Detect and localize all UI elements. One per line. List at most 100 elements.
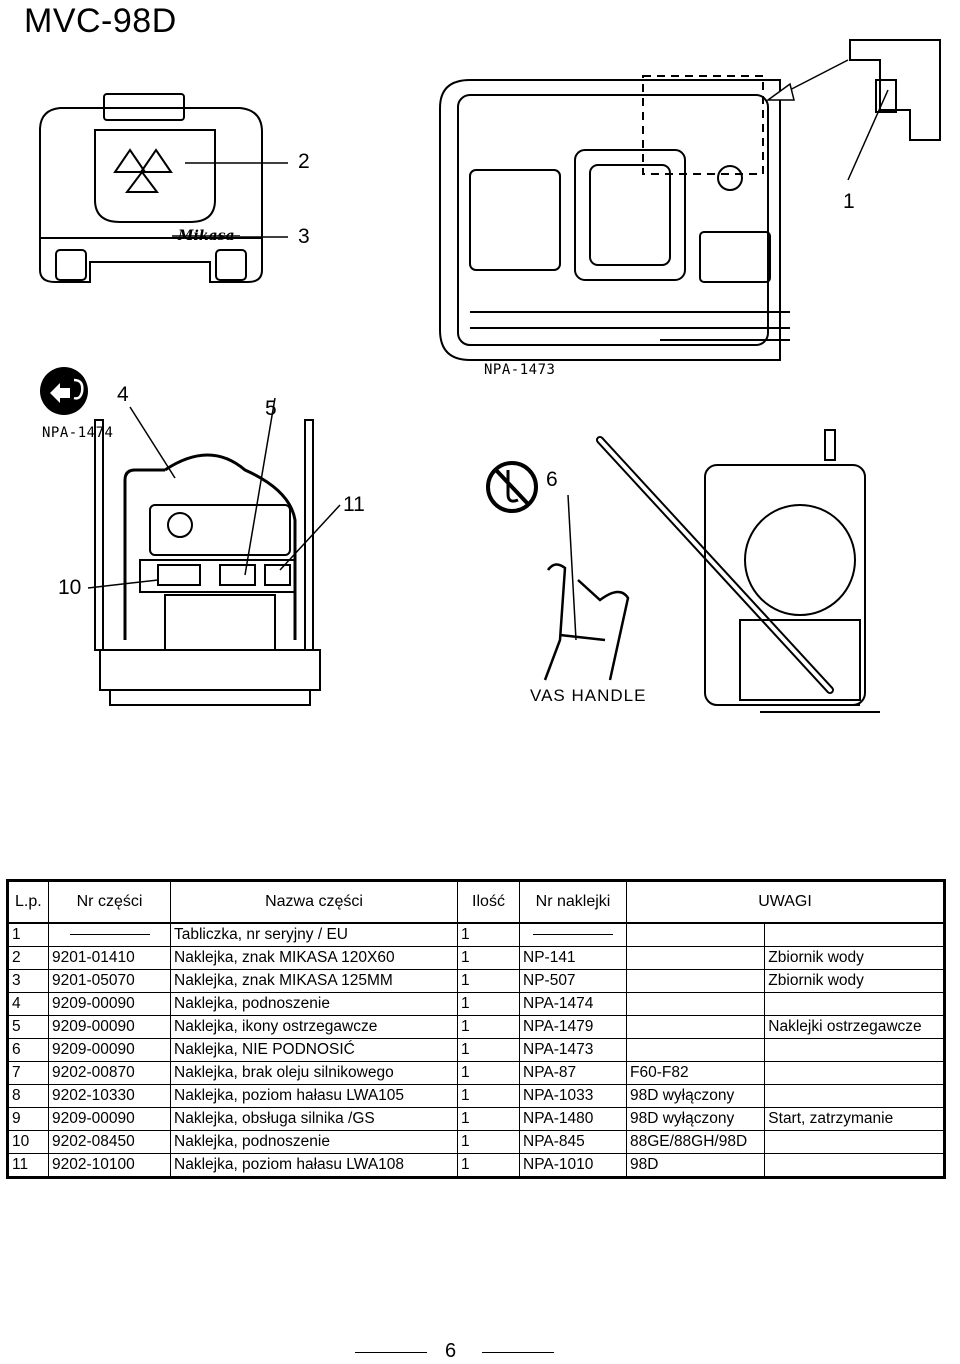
cell-sticker-no: NP-141 [519, 946, 627, 970]
cell-note-a: 98D wyłączony [625, 1084, 766, 1108]
label-vas-handle: VAS HANDLE [530, 686, 647, 705]
cell-part-name: Naklejka, poziom hałasu LWA108 [170, 1153, 458, 1178]
cell-lp: 11 [7, 1153, 49, 1178]
callout-2: 2 [298, 150, 310, 173]
table-header-row: L.p. Nr części Nazwa części Ilość Nr nak… [7, 880, 945, 924]
cell-note-b: Start, zatrzymanie [764, 1107, 945, 1131]
cell-sticker-no: NPA-1474 [519, 992, 627, 1016]
cell-part-no: 9202-00870 [48, 1061, 171, 1085]
cell-note-a: 98D [625, 1153, 766, 1178]
cell-part-no: 9209-00090 [48, 1015, 171, 1039]
cell-note-b [764, 922, 945, 947]
cell-sticker-no: NPA-1473 [519, 1038, 627, 1062]
cell-lp: 1 [7, 922, 49, 947]
footer-rule-right [482, 1352, 554, 1353]
cell-part-name: Naklejka, podnoszenie [170, 1130, 458, 1154]
model-title: MVC-98D [24, 2, 177, 40]
cell-part-name: Tabliczka, nr seryjny / EU [170, 922, 458, 947]
cell-note-b [764, 1061, 945, 1085]
callout-6: 6 [546, 468, 558, 491]
cell-sticker-no: NPA-1480 [519, 1107, 627, 1131]
page-footer: 6 [355, 1340, 605, 1364]
header-part-no: Nr części [48, 880, 171, 924]
cell-qty: 1 [457, 969, 520, 993]
cell-qty: 1 [457, 922, 520, 947]
cell-lp: 2 [7, 946, 49, 970]
cell-note-b [764, 1130, 945, 1154]
cell-part-name: Naklejka, poziom hałasu LWA105 [170, 1084, 458, 1108]
cell-note-a [625, 992, 766, 1016]
cell-lp: 9 [7, 1107, 49, 1131]
label-npa-1474: NPA-1474 [42, 425, 114, 441]
cell-note-b [764, 992, 945, 1016]
empty-dash [533, 934, 613, 936]
cell-note-a [625, 1015, 766, 1039]
cell-part-name: Naklejka, znak MIKASA 125MM [170, 969, 458, 993]
cell-qty: 1 [457, 1038, 520, 1062]
cell-sticker-no: NPA-1010 [519, 1153, 627, 1178]
callout-10: 10 [58, 576, 82, 599]
cell-note-a [625, 922, 766, 947]
cell-lp: 6 [7, 1038, 49, 1062]
header-notes: UWAGI [626, 880, 945, 924]
callout-3: 3 [298, 225, 310, 248]
cell-lp: 4 [7, 992, 49, 1016]
cell-sticker-no: NPA-87 [519, 1061, 627, 1085]
cell-qty: 1 [457, 1130, 520, 1154]
header-lp: L.p. [7, 880, 49, 924]
empty-dash [69, 934, 150, 936]
cell-lp: 8 [7, 1084, 49, 1108]
header-qty: Ilość [457, 880, 520, 924]
cell-part-name: Naklejka, ikony ostrzegawcze [170, 1015, 458, 1039]
cell-note-b [764, 1084, 945, 1108]
callout-4: 4 [117, 383, 129, 406]
cell-lp: 7 [7, 1061, 49, 1085]
cell-part-no: 9201-05070 [48, 969, 171, 993]
page-number: 6 [445, 1340, 457, 1362]
cell-sticker-no: NPA-845 [519, 1130, 627, 1154]
cell-qty: 1 [457, 1084, 520, 1108]
machine-side-view [596, 429, 880, 713]
cell-note-b [764, 1153, 945, 1178]
cell-sticker-no: NPA-1479 [519, 1015, 627, 1039]
cell-part-name: Naklejka, NIE PODNOSIĆ [170, 1038, 458, 1062]
cell-part-no: 9202-08450 [48, 1130, 171, 1154]
cell-qty: 1 [457, 992, 520, 1016]
mikasa-logo: Mikasa [177, 228, 235, 244]
cell-qty: 1 [457, 946, 520, 970]
callout-1: 1 [843, 190, 855, 213]
cell-note-b: Zbiornik wody [764, 969, 945, 993]
callout-5: 5 [265, 397, 277, 420]
cell-part-no: 9209-00090 [48, 1038, 171, 1062]
parts-diagram: Mikasa [39, 39, 941, 713]
cell-qty: 1 [457, 1015, 520, 1039]
cell-note-b [764, 1038, 945, 1062]
parts-table: L.p. Nr części Nazwa części Ilość Nr nak… [6, 879, 946, 1179]
cell-lp: 3 [7, 969, 49, 993]
cell-note-b: Naklejki ostrzegawcze [764, 1015, 945, 1039]
machine-front-view [94, 419, 321, 706]
cell-part-name: Naklejka, brak oleju silnikowego [170, 1061, 458, 1085]
cell-sticker-no [519, 922, 627, 947]
cell-sticker-no: NPA-1033 [519, 1084, 627, 1108]
cell-qty: 1 [457, 1061, 520, 1085]
cell-note-a: 98D wyłączony [625, 1107, 766, 1131]
header-sticker-no: Nr naklejki [519, 880, 627, 924]
cell-note-b: Zbiornik wody [764, 946, 945, 970]
cell-part-no: 9202-10100 [48, 1153, 171, 1178]
machine-top-view [439, 39, 941, 361]
cell-part-name: Naklejka, podnoszenie [170, 992, 458, 1016]
cell-note-a: F60-F82 [625, 1061, 766, 1085]
cell-part-no: 9202-10330 [48, 1084, 171, 1108]
cell-note-a: 88GE/88GH/98D [625, 1130, 766, 1154]
cell-note-a [625, 969, 766, 993]
callout-11: 11 [343, 493, 365, 516]
